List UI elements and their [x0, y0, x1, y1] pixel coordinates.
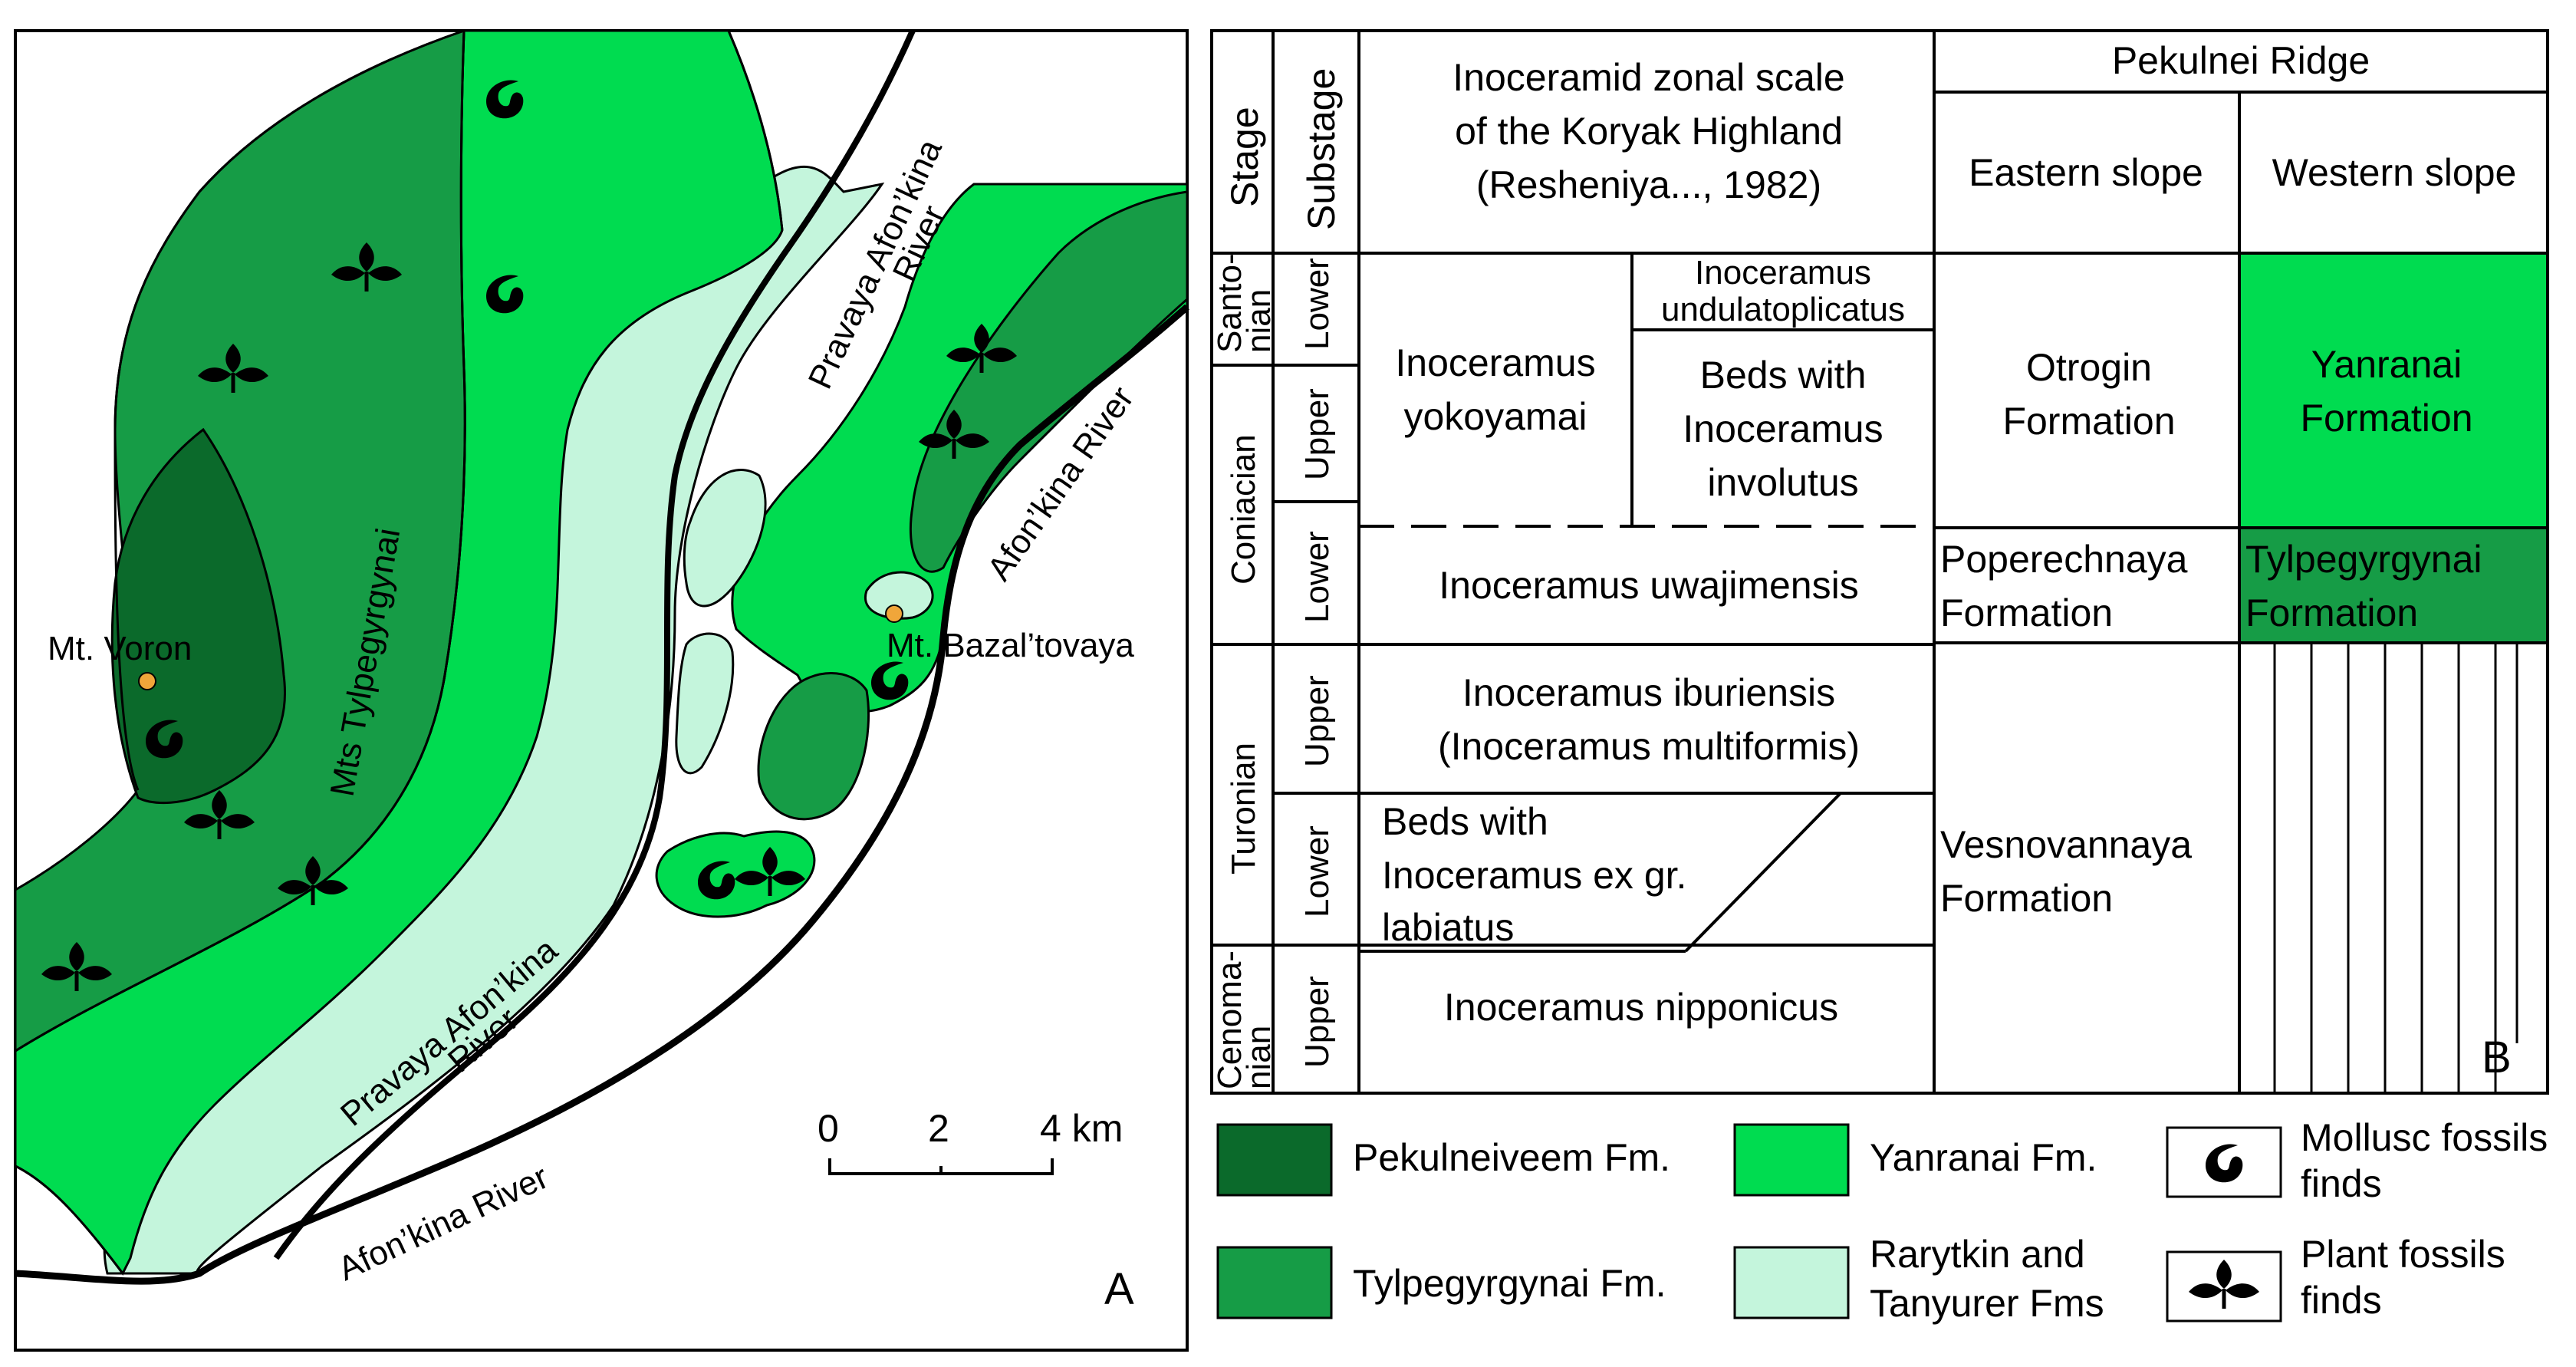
stage-cenomanian-1: Cenoma- — [1211, 950, 1249, 1089]
header-zonal-2: of the Koryak Highland — [1455, 110, 1843, 153]
cell-tylpegyrgynai-fill — [2238, 526, 2549, 644]
map-unit-rarytkin-lens-3 — [675, 632, 735, 775]
map-unit-rarytkin-lens — [864, 571, 934, 620]
label-mt-voron: Mt. Voron — [48, 630, 192, 667]
stage-santonian-1: Santo- — [1211, 253, 1249, 353]
legend-item-rarytkin: Rarytkin and Tanyurer Fms — [1733, 1233, 2104, 1325]
fm-otrogin-1: Otrogin — [2026, 346, 2152, 389]
zone-uwajimensis: Inoceramus uwajimensis — [1439, 564, 1858, 607]
fm-poperechnaya-1: Poperechnaya — [1940, 538, 2188, 581]
substage-coniacian-upper: Upper — [1298, 388, 1336, 480]
zone-involutus-2: Inoceramus — [1683, 407, 1883, 450]
stage-cenomanian-2: nian — [1240, 1026, 1278, 1089]
header-substage: Substage — [1300, 68, 1343, 230]
substage-coniacian-lower: Lower — [1298, 531, 1336, 623]
legend: Pekulneiveem Fm. Tylpegyrgynai Fm. Yanra… — [1216, 1116, 2548, 1325]
zone-labiatus-2: Inoceramus ex gr. — [1382, 854, 1686, 897]
zone-nipponicus: Inoceramus nipponicus — [1444, 986, 1838, 1029]
zone-undulato-1: Inoceramus — [1695, 254, 1871, 292]
legend-item-yanranai: Yanranai Fm. — [1733, 1123, 2097, 1197]
fm-poperechnaya-2: Formation — [1940, 591, 2113, 634]
zone-iburiensis-1: Inoceramus iburiensis — [1462, 671, 1835, 714]
fm-tylpegyrgynai-2: Formation — [2245, 591, 2418, 634]
river-afonkina — [15, 304, 1189, 1285]
svg-text:Plant fossils: Plant fossils — [2301, 1233, 2505, 1276]
svg-text:finds: finds — [2301, 1279, 2382, 1322]
scale-bar: 0 2 4 km — [818, 1107, 1123, 1175]
legend-item-mollusc: Mollusc fossils finds — [2166, 1116, 2548, 1205]
panel-label-a: A — [1104, 1264, 1134, 1314]
hatching — [2273, 643, 2518, 1093]
map-unit-rarytkin-lens-2 — [683, 469, 767, 608]
legend-item-pekulneiveem: Pekulneiveem Fm. — [1216, 1123, 1670, 1197]
zone-yokoyamai-2: yokoyamai — [1404, 395, 1587, 438]
zone-involutus-1: Beds with — [1700, 354, 1867, 397]
stage-coniacian: Coniacian — [1225, 434, 1262, 585]
svg-text:2: 2 — [928, 1107, 949, 1150]
svg-text:Tanyurer Fms: Tanyurer Fms — [1870, 1282, 2104, 1325]
substage-turonian-lower: Lower — [1298, 825, 1336, 917]
svg-text:Pekulneiveem Fm.: Pekulneiveem Fm. — [1353, 1136, 1670, 1179]
svg-text:4 km: 4 km — [1040, 1107, 1123, 1150]
fm-yanranai-2: Formation — [2300, 397, 2472, 440]
header-ridge: Pekulnei Ridge — [2112, 39, 2370, 82]
svg-text:Tylpegyrgynai Fm.: Tylpegyrgynai Fm. — [1353, 1262, 1666, 1305]
legend-item-tylpegyrgynai: Tylpegyrgynai Fm. — [1216, 1246, 1666, 1319]
substage-turonian-upper: Upper — [1298, 675, 1336, 767]
zone-iburiensis-2: (Inoceramus multiformis) — [1438, 725, 1860, 768]
header-western: Western slope — [2272, 151, 2517, 194]
zone-involutus-3: involutus — [1707, 461, 1858, 504]
fm-vesnovannaya-2: Formation — [1940, 877, 2113, 920]
header-zonal-1: Inoceramid zonal scale — [1452, 56, 1844, 99]
map-unit-tylpegyrgynai-right — [909, 190, 1189, 573]
zone-yokoyamai-1: Inoceramus — [1395, 341, 1595, 384]
stage-santonian-2: nian — [1240, 289, 1278, 353]
svg-text:0: 0 — [818, 1107, 839, 1150]
svg-text:Rarytkin and: Rarytkin and — [1870, 1233, 2085, 1276]
svg-text:Yanranai Fm.: Yanranai Fm. — [1870, 1136, 2097, 1179]
header-eastern: Eastern slope — [1969, 151, 2203, 194]
header-zonal-3: (Resheniya..., 1982) — [1476, 163, 1821, 206]
substage-santonian-lower: Lower — [1298, 258, 1336, 350]
cell-yanranai-fill — [2238, 252, 2549, 529]
header-stage: Stage — [1223, 107, 1266, 207]
svg-text:Mollusc fossils: Mollusc fossils — [2301, 1116, 2548, 1159]
zone-undulato-2: undulatoplicatus — [1661, 291, 1905, 328]
map-panel: Mt. Voron Mt. Bazal’tovaya Mts Tylpegyrg… — [14, 28, 1189, 1352]
panel-label-b: B — [2482, 1033, 2512, 1082]
map-unit-tylpegyrgynai-lobe — [757, 672, 870, 821]
label-mt-bazaltovaya: Mt. Bazal’tovaya — [887, 627, 1134, 664]
fm-yanranai-1: Yanranai — [2311, 343, 2462, 386]
legend-item-plant: Plant fossils finds — [2166, 1233, 2505, 1323]
river-pravaya — [273, 29, 916, 1260]
stage-turonian: Turonian — [1225, 743, 1262, 875]
svg-text:finds: finds — [2301, 1162, 2382, 1205]
fm-vesnovannaya-1: Vesnovannaya — [1940, 823, 2192, 866]
stratigraphy-table: Stage Substage Inoceramid zonal scale of… — [1210, 29, 2549, 1095]
fm-otrogin-2: Formation — [2002, 400, 2175, 443]
zone-labiatus-3: labiatus — [1382, 906, 1514, 949]
fm-tylpegyrgynai-1: Tylpegyrgynai — [2245, 538, 2482, 581]
map-unit-yanranai-island — [655, 830, 816, 918]
mt-voron-point — [138, 672, 156, 690]
mt-bazaltovaya-point — [885, 604, 903, 623]
map-unit-pekulneiveem — [110, 427, 286, 804]
substage-cenomanian-upper: Upper — [1298, 976, 1336, 1068]
zone-labiatus-1: Beds with — [1382, 800, 1548, 843]
